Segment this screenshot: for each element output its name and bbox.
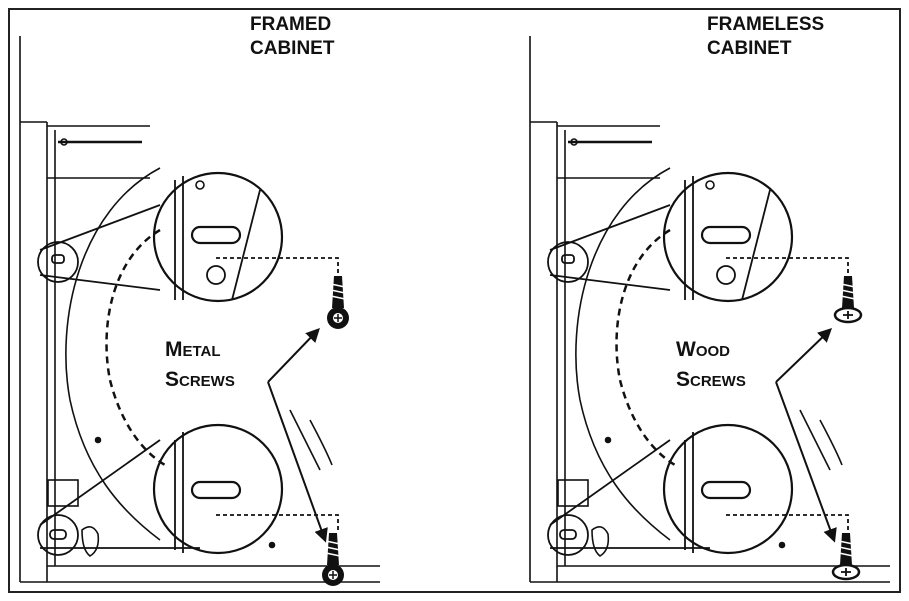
arrow-to-bottom-screw bbox=[267, 381, 328, 543]
metal-screw-icon-bottom bbox=[322, 533, 344, 586]
detail-callout-top bbox=[547, 171, 849, 303]
wood-screw-icon-bottom bbox=[831, 533, 861, 581]
detail-callout-bottom bbox=[547, 423, 849, 556]
panel-framed: FRAMED CABINET bbox=[19, 14, 380, 586]
outer-frame bbox=[8, 8, 901, 593]
arrow-to-top-screw bbox=[775, 328, 833, 383]
screw-label-line1: WOOD bbox=[676, 338, 730, 361]
screw-label-line2: SCREWS bbox=[676, 368, 746, 391]
panel-frameless: FRAMELESS CABINET bbox=[529, 14, 890, 583]
panel-title-line2: CABINET bbox=[250, 38, 335, 59]
panel-title-line1: FRAMELESS bbox=[707, 14, 824, 35]
panel-title-line2: CABINET bbox=[707, 38, 792, 59]
screw-label-line1: METAL bbox=[165, 338, 221, 361]
detail-callout-top bbox=[37, 171, 339, 303]
screw-label-line2: SCREWS bbox=[165, 368, 235, 391]
detail-callout-bottom bbox=[37, 423, 339, 556]
wood-screw-icon-top bbox=[833, 276, 863, 324]
metal-screw-icon-top bbox=[327, 276, 349, 329]
panel-title-line1: FRAMED bbox=[250, 14, 331, 35]
arrow-to-top-screw bbox=[267, 327, 320, 383]
arrow-to-bottom-screw bbox=[775, 381, 837, 543]
